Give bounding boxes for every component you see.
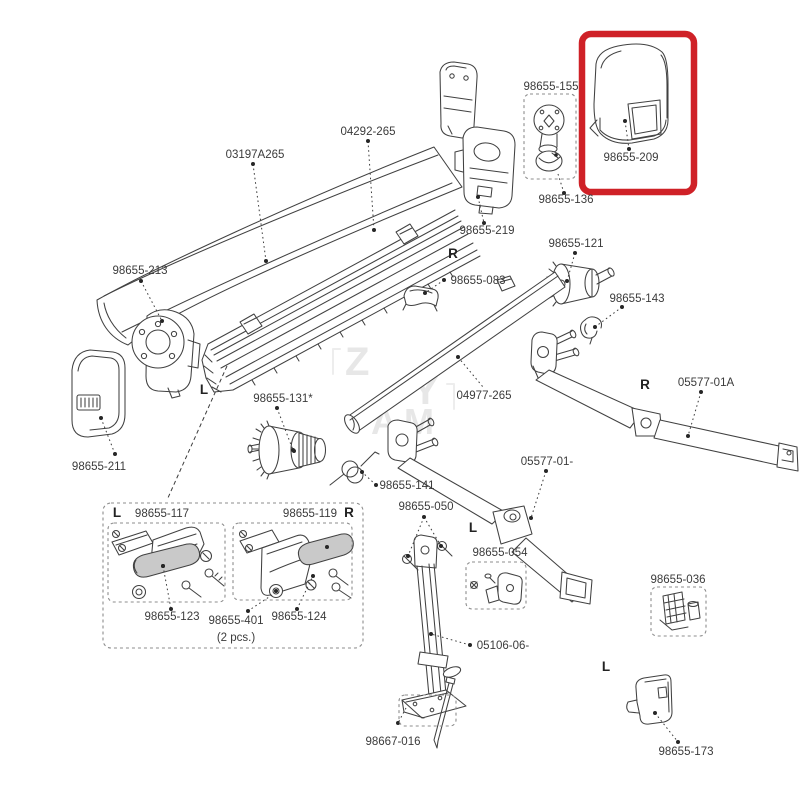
part-98655-219-gear-housing	[454, 126, 516, 215]
label-98655-213: 98655-213	[113, 265, 168, 277]
kit-98655-117-content	[111, 526, 225, 600]
side-letter-right: R	[448, 246, 458, 261]
leader-lines	[99, 119, 703, 744]
part-98655-155-knuckle	[533, 104, 565, 172]
part-04977-265-roller-tube	[344, 271, 566, 434]
label-case-profile: 04292-265	[341, 126, 396, 138]
part-98655-083-bracket	[402, 285, 439, 312]
kit-box-98655-054	[465, 561, 527, 610]
part-98655-143-clip	[579, 316, 603, 345]
part-98655-213-gear-unit	[131, 309, 201, 399]
part-98655-054-bracket-kit	[469, 572, 523, 605]
part-98655-173-bracket	[626, 674, 673, 725]
awning-case-profile	[201, 209, 481, 393]
label-05577-01A: 05577-01A	[678, 377, 735, 389]
label-98655-143: 98655-143	[610, 293, 665, 305]
label-98655-083: 98655-083	[451, 275, 506, 287]
side-letter-left: L	[113, 505, 121, 520]
side-letter-left: L	[602, 659, 610, 674]
side-letter-left: L	[469, 520, 477, 535]
label-98655-131: 98655-131*	[253, 393, 313, 405]
label-98655-121: 98655-121	[549, 238, 604, 250]
part-05106-06-leg	[401, 534, 467, 719]
label-98655-117: 98655-117	[135, 508, 189, 520]
label-98655-219: 98655-219	[460, 225, 515, 237]
kit-link-line	[166, 365, 228, 501]
kit-98655-119-content	[238, 529, 354, 599]
label-98655-211: 98655-211	[72, 461, 126, 473]
part-05577-01-arm-left	[387, 417, 593, 605]
part-98655-211-end-cap	[71, 349, 126, 438]
label-case-cover: 03197A265	[226, 149, 285, 161]
kit-box-98667-016	[398, 694, 457, 727]
side-letter-right: R	[640, 377, 650, 392]
part-98655-141-spring	[329, 451, 380, 486]
label-98655-136: 98655-136	[539, 194, 594, 206]
label-98655-124: 98655-124	[272, 611, 328, 623]
case-end-plate	[439, 61, 478, 139]
label-98655-036: 98655-036	[651, 574, 706, 586]
label-98655-119: 98655-119	[283, 508, 337, 520]
label-04977-265: 04977-265	[457, 390, 512, 402]
part-98655-131-adapter	[247, 420, 327, 480]
kit-box-98655-117	[107, 522, 226, 603]
part-98655-209-outer-cap	[589, 43, 669, 144]
watermark-letter: Z	[345, 340, 369, 384]
part-small-clamp	[496, 275, 516, 292]
label-98655-123: 98655-123	[145, 611, 200, 623]
kit-box-98655-155	[523, 93, 577, 180]
part-98667-016-stake	[433, 666, 462, 749]
label-98655-401-qty: (2 pcs.)	[217, 632, 256, 644]
side-letter-left: L	[200, 382, 208, 397]
label-05577-01: 05577-01-	[521, 456, 574, 468]
label-98655-155: 98655-155	[524, 81, 579, 93]
kit-box-98655-036	[650, 586, 707, 637]
label-98667-016: 98667-016	[366, 736, 421, 748]
label-98655-050: 98655-050	[399, 501, 454, 513]
label-98655-401: 98655-401	[209, 615, 264, 627]
label-98655-141: 98655-141	[380, 480, 435, 492]
label-98655-173: 98655-173	[659, 746, 714, 758]
kit-box-outer	[102, 502, 364, 649]
label-05106-06: 05106-06-	[477, 640, 530, 652]
part-05577-01A-arm-right	[530, 329, 799, 472]
side-letter-right: R	[344, 505, 354, 520]
part-98655-036-kit	[659, 591, 701, 631]
highlight-box	[578, 30, 698, 196]
label-98655-209: 98655-209	[604, 152, 659, 164]
label-98655-054: 98655-054	[473, 547, 529, 559]
